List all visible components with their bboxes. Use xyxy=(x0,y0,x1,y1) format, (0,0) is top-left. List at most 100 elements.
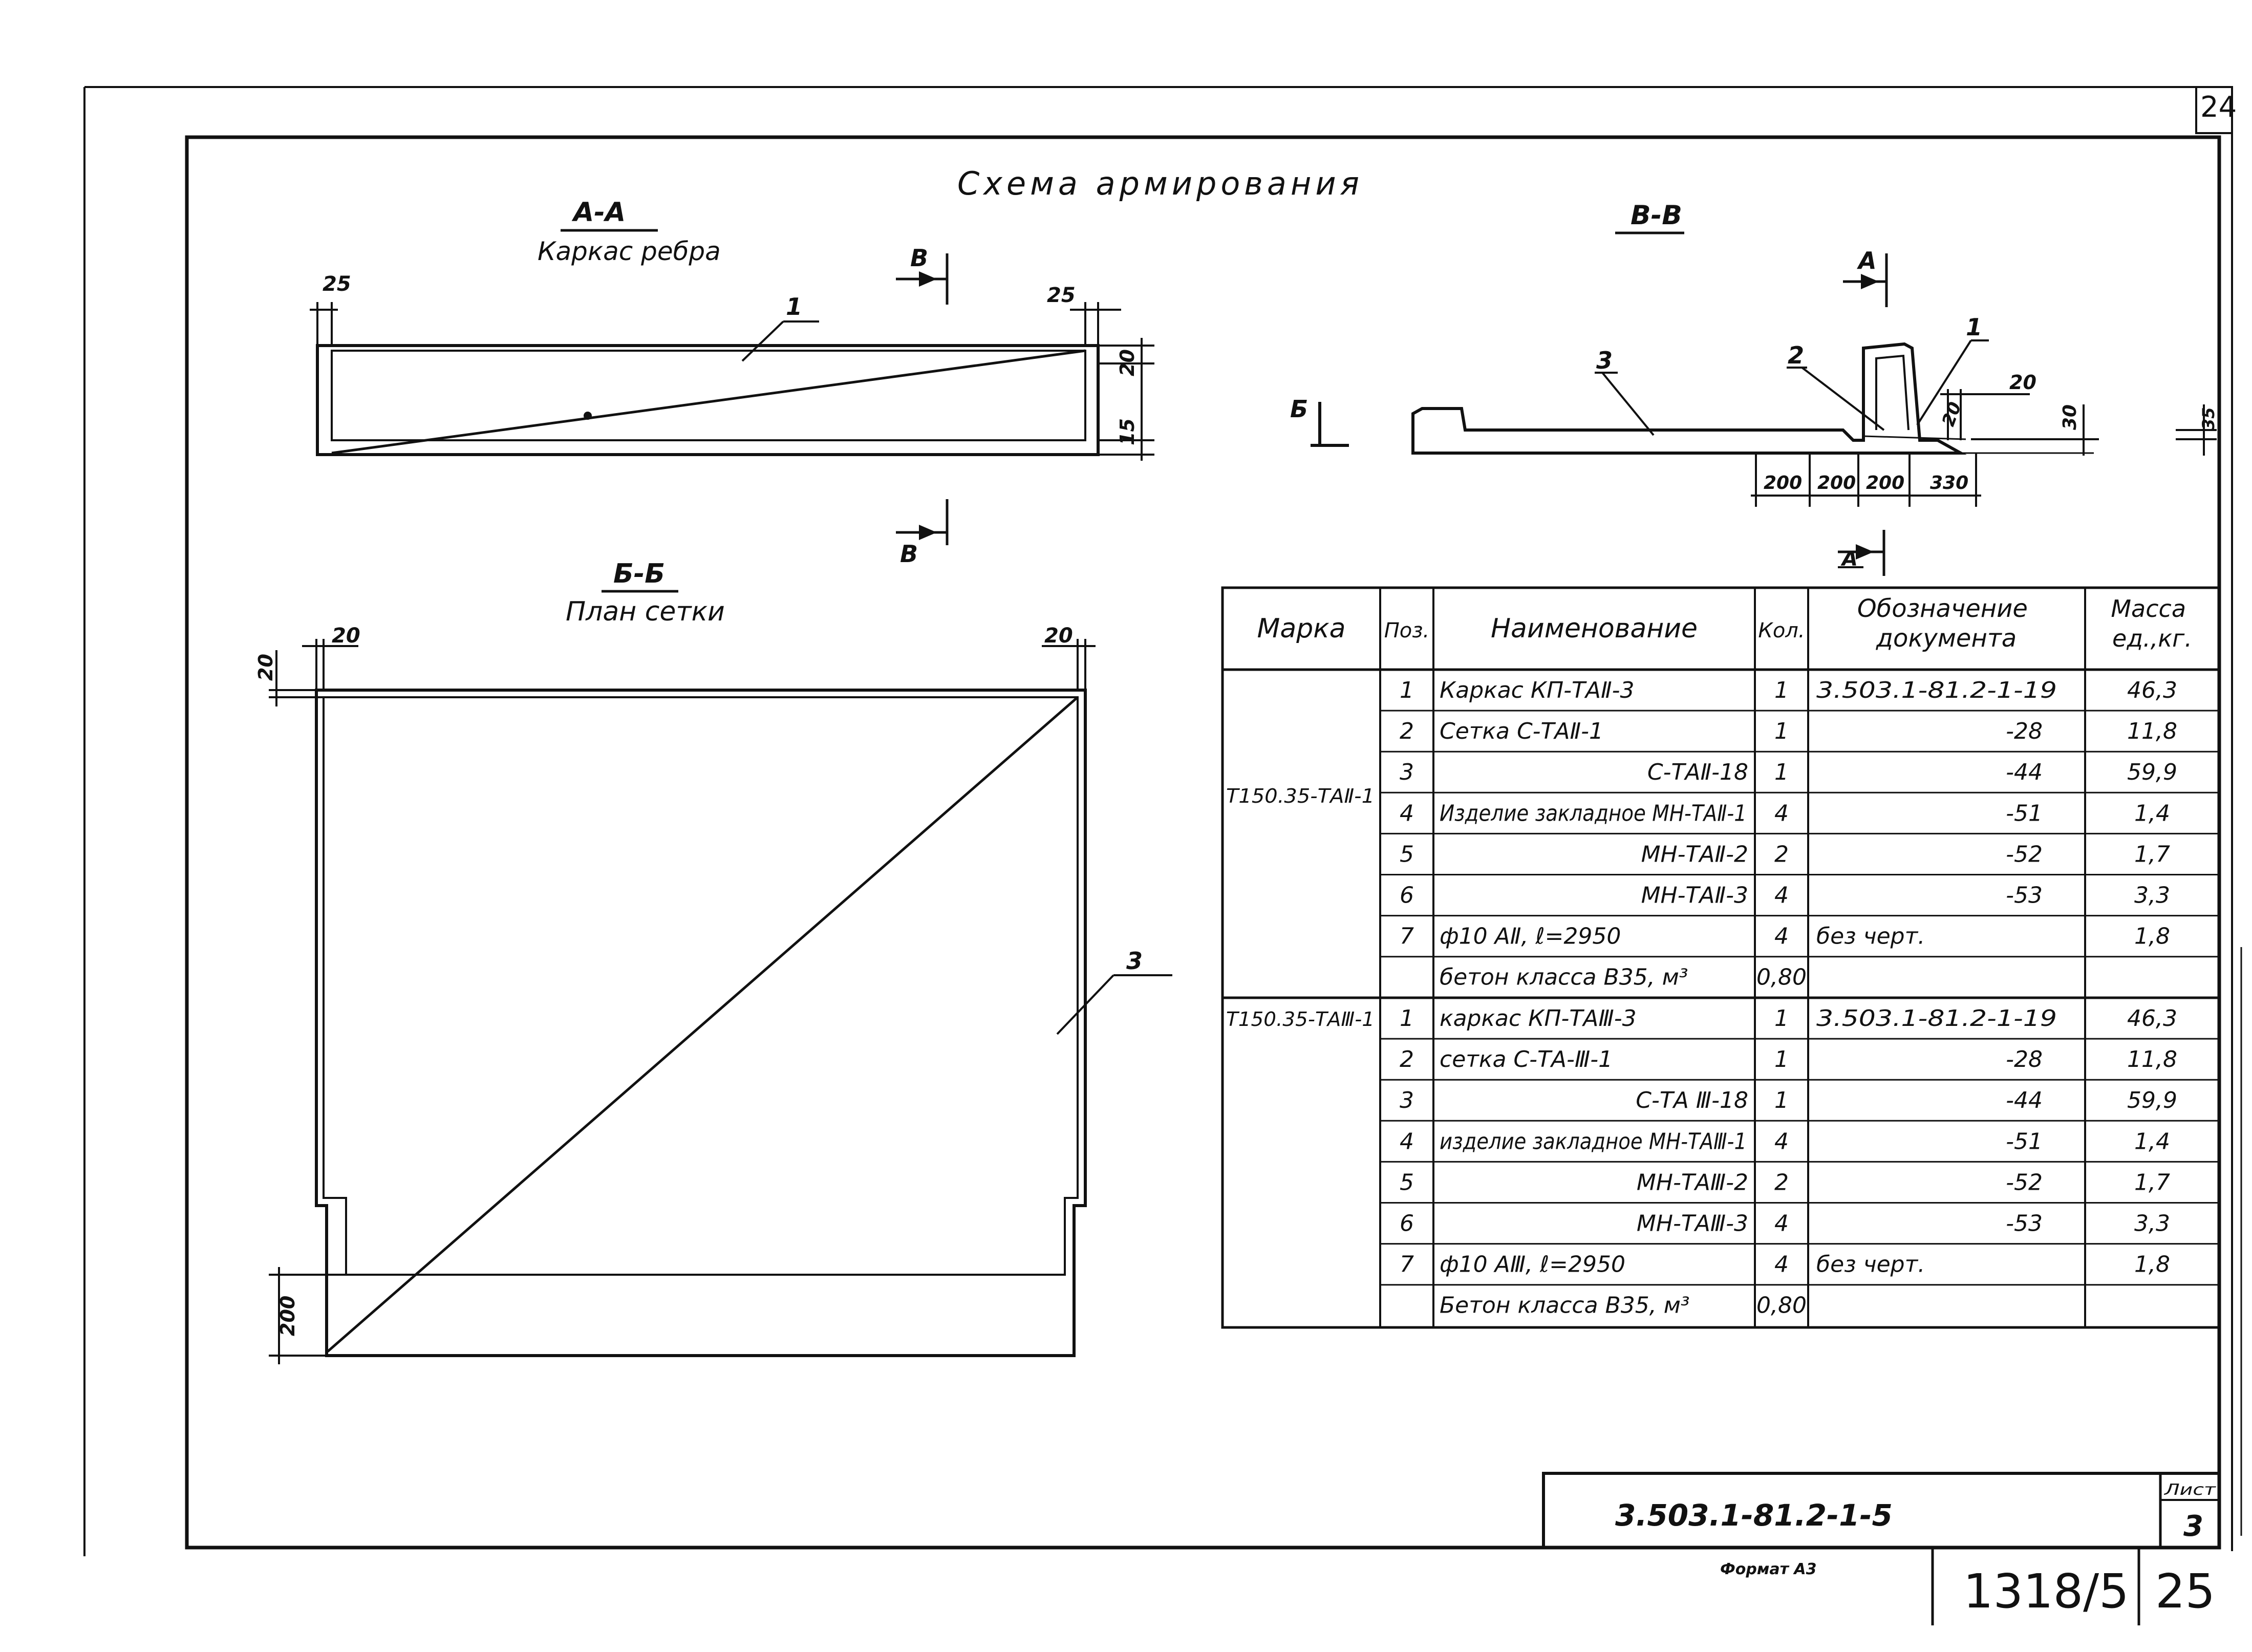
table-cell-mass: 3,3 xyxy=(2134,1211,2170,1237)
table-cell-name: бетон класса В35, м³ xyxy=(1440,964,1688,991)
vv-cut-bottom-label: А xyxy=(1840,547,1858,571)
view-vv-heading: В-В xyxy=(1631,200,1682,231)
bb-dim-right: 20 xyxy=(1044,624,1073,648)
table-cell-doc: 3.503.1-81.2-1-19 xyxy=(1816,1005,2057,1032)
table-cell-mass: 11,8 xyxy=(2127,718,2177,744)
table-cell-pos: 7 xyxy=(1400,924,1414,950)
table-cell-name: Сетка С-ТАⅡ-1 xyxy=(1440,718,1603,744)
table-cell-pos: 1 xyxy=(1400,677,1414,703)
aa-cut-top-label: В xyxy=(910,244,928,272)
document-code: 3.503.1-81.2-1-5 xyxy=(1615,1498,1893,1533)
table-cell-doc: -44 xyxy=(2006,759,2043,785)
rib-leader-1: 1 xyxy=(786,293,802,320)
view-bb-heading: Б-Б xyxy=(613,559,665,589)
table-cell-pos: 4 xyxy=(1400,1128,1414,1154)
view-vv: В-В 3 2 1 20 20 30 35 200 200 xyxy=(1290,200,2218,576)
col-header-doc-text-line2: документа xyxy=(1876,624,2017,653)
corner-page-number: 24 xyxy=(2200,91,2237,124)
table-cell-name: каркас КП-ТАⅢ-3 xyxy=(1440,1005,1637,1032)
table-cell-doc: -28 xyxy=(2006,1046,2043,1072)
section-leader-1: 1 xyxy=(1966,313,1982,341)
table-cell-pos: 6 xyxy=(1400,1211,1414,1237)
table-cell-doc: -28 xyxy=(2006,718,2043,744)
view-bb-subtitle: План сетки xyxy=(566,596,725,627)
table-cell-name: С-ТАⅡ-18 xyxy=(1647,759,1748,785)
vv-dim-20-top: 20 xyxy=(2009,371,2036,394)
table-cell-name: изделие закладное МН-ТАⅢ-1 xyxy=(1440,1128,1747,1154)
bb-dim-top: 20 xyxy=(254,654,277,681)
table-cell-pos: 3 xyxy=(1400,759,1414,785)
table-cell-mass: 59,9 xyxy=(2127,759,2177,785)
col-header-mass-text-line2: ед.,кг. xyxy=(2112,625,2192,652)
table-cell-doc: -51 xyxy=(2006,1128,2043,1154)
table-cell-pos: 5 xyxy=(1400,1169,1414,1195)
mesh-outline xyxy=(315,689,1087,1357)
archive-number: 1318/5 xyxy=(1963,1564,2129,1619)
table-cell-doc: -44 xyxy=(2006,1087,2043,1113)
vv-dim-bottom-4: 330 xyxy=(1930,473,1968,494)
table-cell-mass: 3,3 xyxy=(2134,883,2170,909)
table-cell-mass: 11,8 xyxy=(2127,1046,2177,1072)
table-cell-qty: 1 xyxy=(1774,1005,1789,1032)
archive-page: 25 xyxy=(2155,1564,2215,1619)
table-cell-qty: 4 xyxy=(1774,800,1789,826)
aa-dim-top: 20 xyxy=(1116,349,1139,376)
table-cell-qty: 1 xyxy=(1774,1087,1789,1113)
table-cell-name: МН-ТАⅢ-3 xyxy=(1637,1211,1748,1237)
table-cell-name: МН-ТАⅡ-2 xyxy=(1641,841,1748,867)
section-leader-2: 2 xyxy=(1788,341,1804,369)
mesh-diagonal xyxy=(327,696,1079,1353)
view-aa-heading: А-А xyxy=(571,197,626,228)
table-cell-qty: 4 xyxy=(1774,883,1789,909)
aa-dim-right: 25 xyxy=(1047,284,1076,307)
col-header-mass: Масса ед.,кг. xyxy=(2111,595,2193,652)
table-cell-mass: 1,8 xyxy=(2134,924,2170,950)
col-header-qty: Кол. xyxy=(1758,619,1805,642)
drawing-title: Схема армирования xyxy=(957,165,1363,202)
table-cell-qty: 0,80 xyxy=(1756,1293,1807,1319)
table-cell-doc: 3.503.1-81.2-1-19 xyxy=(1816,677,2057,703)
bb-dim-left: 20 xyxy=(332,624,360,648)
table-cell-pos: 2 xyxy=(1400,718,1414,744)
table-cell-name: Каркас КП-ТАⅡ-3 xyxy=(1440,677,1635,703)
vv-dim-30: 30 xyxy=(2060,404,2081,430)
table-cell-name: С-ТА Ⅲ-18 xyxy=(1636,1087,1748,1113)
table-cell-mass: 1,4 xyxy=(2134,1128,2170,1154)
vv-dim-bottom-3: 200 xyxy=(1866,473,1904,494)
section-outline xyxy=(1411,342,1967,455)
col-header-pos: Поз. xyxy=(1384,619,1430,642)
table-cell-name: ф10 АⅢ, ℓ=2950 xyxy=(1440,1252,1625,1278)
table-cell-qty: 0,80 xyxy=(1756,964,1807,991)
table-cell-mass: 1,4 xyxy=(2134,800,2170,826)
table-cell-name: МН-ТАⅢ-2 xyxy=(1637,1169,1748,1195)
table-cell-mass: 59,9 xyxy=(2127,1087,2177,1113)
table-cell-qty: 2 xyxy=(1774,841,1789,867)
table-cell-qty: 1 xyxy=(1774,718,1789,744)
vv-cut-top-label: А xyxy=(1857,247,1877,274)
table-cell-pos: 6 xyxy=(1400,883,1414,909)
table-cell-qty: 1 xyxy=(1774,677,1789,703)
table-cell-doc: -52 xyxy=(2006,1169,2043,1195)
table-cell-qty: 4 xyxy=(1774,1128,1789,1154)
table-cell-qty: 1 xyxy=(1774,1046,1789,1072)
mesh-leader-3: 3 xyxy=(1126,947,1143,975)
table-cell-doc: без черт. xyxy=(1816,1252,1925,1278)
col-header-name: Наименование xyxy=(1491,613,1698,644)
list-number: 3 xyxy=(2183,1510,2203,1543)
col-header-doc-text: Обозначение xyxy=(1857,594,2028,623)
view-aa-subtitle: Каркас ребра xyxy=(538,237,721,266)
table-cell-name: сетка С-ТА-Ⅲ-1 xyxy=(1440,1046,1613,1072)
bb-dim-base: 200 xyxy=(276,1296,299,1336)
table-cell-qty: 4 xyxy=(1774,924,1789,950)
table-cell-mass: 1,7 xyxy=(2134,1169,2170,1195)
col-header-doc: Обозначение документа xyxy=(1857,594,2035,653)
vv-dim-35: 35 xyxy=(2199,407,2218,430)
vv-side-label: Б xyxy=(1290,395,1308,423)
format-label: Формат А3 xyxy=(1720,1560,1817,1578)
table-cell-pos: 5 xyxy=(1400,841,1414,867)
aa-cut-bottom-label: В xyxy=(900,540,918,568)
table-mark: Т150.35-ТАⅢ-1 xyxy=(1226,1008,1375,1031)
table-cell-doc: -53 xyxy=(2006,883,2043,909)
